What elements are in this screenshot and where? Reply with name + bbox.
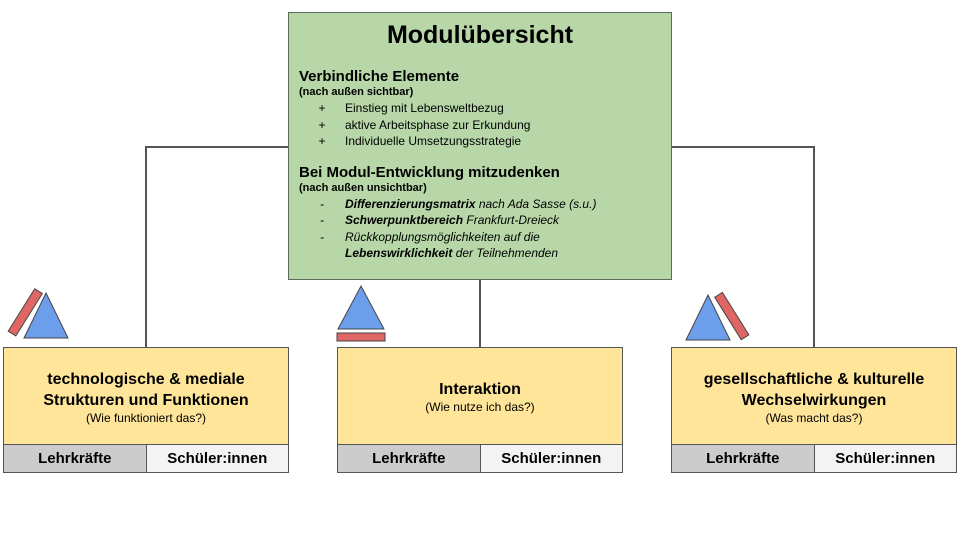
development-item: - Rückkopplungsmöglichkeiten auf die	[299, 229, 661, 246]
card-roles: Lehrkräfte Schüler:innen	[672, 444, 956, 472]
role-teachers: Lehrkräfte	[338, 445, 481, 472]
development-item-text: Rückkopplungsmöglichkeiten auf die	[345, 229, 540, 244]
card-technological-structures: technologische & mediale Strukturen und …	[3, 347, 289, 473]
triangle-bar-tilted-right-icon	[685, 291, 750, 341]
development-item: - Differenzierungsmatrix nach Ada Sasse (…	[299, 196, 661, 213]
role-students: Schüler:innen	[814, 445, 956, 472]
mandatory-item-text: Individuelle Umsetzungsstrategie	[345, 134, 522, 148]
dash-marker: -	[320, 196, 324, 211]
development-item-bold: Differenzierungsmatrix	[345, 196, 476, 211]
mandatory-item-text: aktive Arbeitsphase zur Erkundung	[345, 117, 531, 132]
plus-marker: +	[318, 101, 326, 115]
triangle-bar-flat-icon	[336, 284, 386, 342]
triangle-bar-tilted-left-icon	[7, 288, 69, 339]
connector-left	[145, 146, 288, 347]
card-roles: Lehrkräfte Schüler:innen	[4, 444, 288, 472]
card-title-line1: gesellschaftliche & kulturelle	[703, 370, 925, 388]
role-teachers: Lehrkräfte	[4, 445, 147, 472]
mandatory-list: + Einstieg mit Lebensweltbezug + aktive Ar…	[299, 100, 661, 150]
module-overview-box: Modulübersicht Verbindliche Elemente (na…	[288, 12, 672, 280]
card-roles: Lehrkräfte Schüler:innen	[338, 444, 622, 472]
card-question: (Wie funktioniert das?)	[85, 410, 207, 425]
development-item: - Schwerpunktbereich Frankfurt-Dreieck	[299, 212, 661, 229]
card-title-line2: Wechselwirkungen	[741, 391, 887, 409]
red-bar	[714, 291, 750, 341]
dash-marker: -	[320, 229, 324, 244]
card-body: Interaktion (Wie nutze ich das?)	[338, 348, 622, 446]
plus-marker: +	[318, 134, 326, 148]
mandatory-heading: Verbindliche Elemente	[299, 68, 460, 85]
mandatory-item-text: Einstieg mit Lebensweltbezug	[345, 101, 504, 115]
connector-right	[672, 146, 815, 347]
card-societal-interactions: gesellschaftliche & kulturelle Wechselwi…	[671, 347, 957, 473]
development-item-bold: Schwerpunktbereich	[345, 213, 464, 227]
role-teachers: Lehrkräfte	[672, 445, 815, 472]
card-question: (Was macht das?)	[765, 410, 863, 425]
mandatory-item: + Individuelle Umsetzungsstrategie	[299, 133, 661, 150]
card-body: gesellschaftliche & kulturelle Wechselwi…	[672, 348, 956, 446]
dash-marker: -	[320, 213, 324, 227]
development-heading: Bei Modul-Entwicklung mitzudenken	[299, 163, 560, 181]
development-item-text: der Teilnehmenden	[452, 246, 559, 260]
blue-triangle	[23, 291, 69, 339]
development-item-text: Frankfurt-Dreieck	[463, 213, 560, 227]
red-bar	[7, 288, 44, 337]
blue-triangle	[685, 293, 731, 341]
development-subheading: (nach außen unsichtbar)	[299, 181, 427, 194]
development-list: - Differenzierungsmatrix nach Ada Sasse (…	[299, 196, 661, 262]
mandatory-item: + aktive Arbeitsphase zur Erkundung	[299, 117, 661, 134]
development-item-continuation: Lebenswirklichkeit der Teilnehmenden	[299, 245, 661, 262]
development-item-text: nach Ada Sasse (s.u.)	[475, 196, 597, 211]
card-title-line1: technologische & mediale	[47, 370, 245, 388]
development-item-bold: Lebenswirklichkeit	[345, 246, 453, 260]
mandatory-item: + Einstieg mit Lebensweltbezug	[299, 100, 661, 117]
plus-marker: +	[318, 117, 326, 132]
mandatory-subheading: (nach außen sichtbar)	[299, 86, 414, 98]
card-body: technologische & mediale Strukturen und …	[4, 348, 288, 446]
role-students: Schüler:innen	[146, 445, 288, 472]
blue-triangle	[337, 284, 385, 330]
card-interaction: Interaktion (Wie nutze ich das?) Lehrkrä…	[337, 347, 623, 473]
card-title-line1: Interaktion	[439, 381, 521, 398]
red-bar	[336, 332, 386, 342]
card-title-line2: Strukturen und Funktionen	[43, 391, 249, 409]
role-students: Schüler:innen	[480, 445, 622, 472]
overview-title: Modulübersicht	[386, 21, 574, 49]
card-question: (Wie nutze ich das?)	[425, 400, 535, 414]
